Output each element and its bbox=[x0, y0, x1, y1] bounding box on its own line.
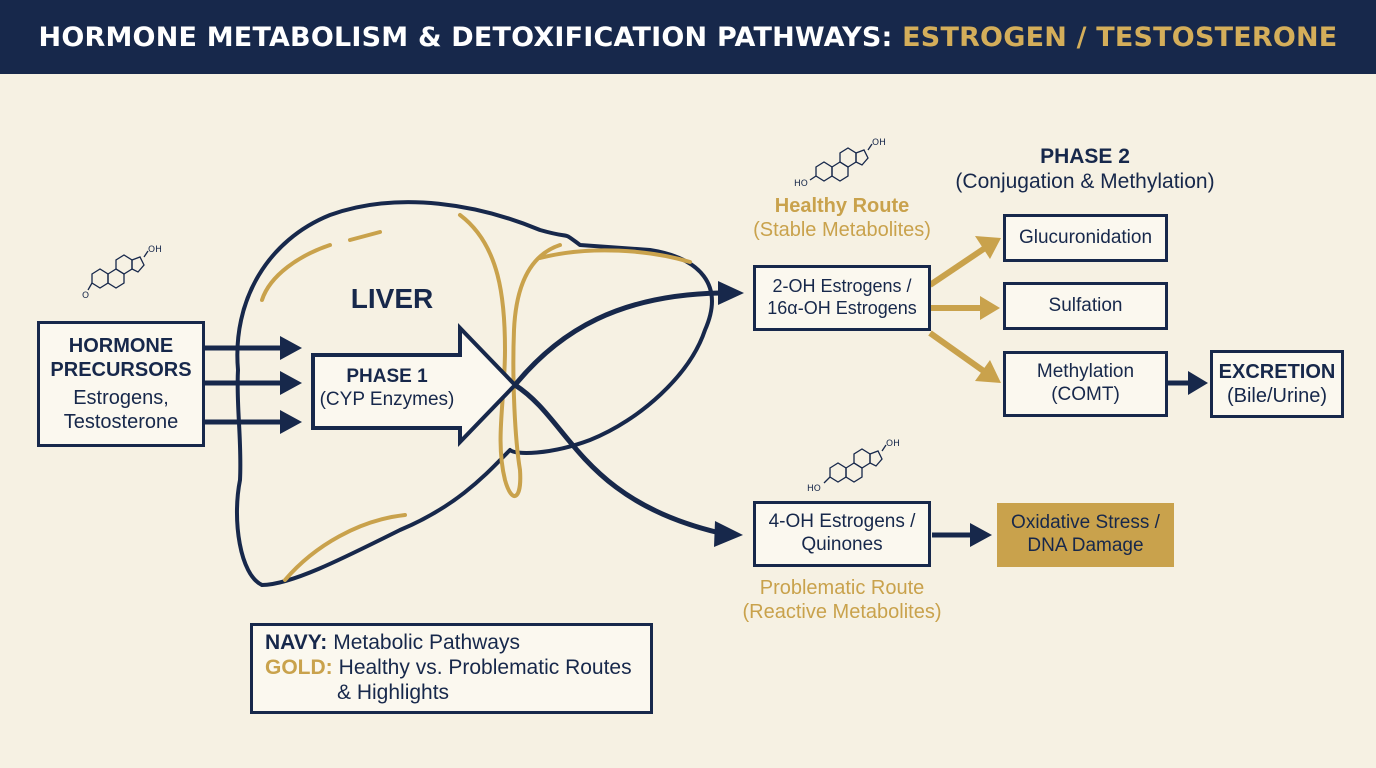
phase1-block-arrow bbox=[311, 323, 518, 447]
steroid-molecule-icon: OH HO bbox=[807, 439, 900, 494]
methylation-box: Methylation (COMT) bbox=[1003, 351, 1168, 417]
oxidative-stress-box: Oxidative Stress / DNA Damage bbox=[997, 503, 1174, 567]
precursors-title-line2: PRECURSORS bbox=[50, 359, 192, 381]
liver-label: LIVER bbox=[350, 283, 434, 314]
svg-text:HO: HO bbox=[807, 484, 821, 494]
liver-ligament bbox=[458, 213, 562, 498]
excretion-box: EXCRETION (Bile/Urine) bbox=[1210, 350, 1344, 418]
input-arrowhead bbox=[280, 336, 302, 360]
gold-arrow bbox=[928, 330, 987, 375]
precursors-sub-line2: Testosterone bbox=[63, 411, 179, 433]
svg-text:O: O bbox=[82, 291, 89, 301]
healthy-metabolites-line2: 16α-OH Estrogens bbox=[767, 298, 917, 318]
healthy-route-sub: (Stable Metabolites) bbox=[753, 219, 931, 241]
legend-gold-text: Healthy vs. Problematic Routes bbox=[338, 655, 632, 679]
phase2-title: PHASE 2 bbox=[1040, 145, 1130, 168]
legend-gold-text-cont: & Highlights bbox=[337, 680, 450, 704]
problem-metabolites-line2: Quinones bbox=[801, 534, 883, 555]
oxidative-line2: DNA Damage bbox=[1027, 535, 1144, 556]
excretion-sub: (Bile/Urine) bbox=[1226, 385, 1328, 407]
liver-outline bbox=[234, 200, 714, 587]
sulfation-box: Sulfation bbox=[1003, 282, 1168, 330]
gold-arrowhead bbox=[975, 360, 1001, 383]
oxidative-line1: Oxidative Stress / bbox=[1011, 512, 1160, 534]
steroid-molecule-icon: OH HO bbox=[794, 138, 886, 189]
svg-text:HO: HO bbox=[794, 179, 808, 189]
legend-navy-key: NAVY: bbox=[265, 631, 328, 654]
input-arrowhead bbox=[280, 371, 302, 395]
page-title: HORMONE METABOLISM & DETOXIFICATION PATH… bbox=[0, 0, 1376, 74]
problem-pathway-curve bbox=[513, 382, 721, 536]
healthy-metabolites-line1: 2-OH Estrogens / bbox=[772, 276, 912, 297]
oxidative-arrowhead bbox=[970, 523, 992, 547]
healthy-route-title: Healthy Route bbox=[774, 195, 910, 217]
svg-text:OH: OH bbox=[872, 138, 886, 148]
legend-navy-text: Metabolic Pathways bbox=[333, 631, 520, 654]
steroid-molecule-icon: OH O bbox=[82, 245, 162, 301]
legend-gold-row: GOLD: Healthy vs. Problematic Routes bbox=[265, 656, 638, 681]
precursors-sub-line1: Estrogens, bbox=[73, 387, 169, 409]
gold-arrowhead bbox=[980, 296, 1000, 320]
methylation-line1: Methylation bbox=[1036, 361, 1135, 383]
healthy-pathway-arrowhead bbox=[718, 281, 744, 305]
legend-gold-key: GOLD: bbox=[265, 655, 333, 679]
phase1-label: PHASE 1 (CYP Enzymes) bbox=[313, 366, 461, 412]
title-accent: ESTROGEN / TESTOSTERONE bbox=[902, 21, 1338, 53]
liver-inner-line bbox=[348, 230, 382, 242]
gold-arrowhead bbox=[975, 236, 1001, 259]
healthy-route-label: Healthy Route (Stable Metabolites) bbox=[728, 194, 956, 242]
phase2-label: PHASE 2 (Conjugation & Methylation) bbox=[935, 144, 1235, 194]
phase1-title: PHASE 1 bbox=[346, 366, 428, 387]
gold-arrow bbox=[928, 245, 987, 288]
liver-inner-line bbox=[283, 513, 407, 582]
input-arrowhead bbox=[280, 410, 302, 434]
excretion-arrowhead bbox=[1188, 371, 1208, 395]
precursors-title-line1: HORMONE bbox=[68, 335, 174, 357]
glucuronidation-box: Glucuronidation bbox=[1003, 214, 1168, 262]
methylation-line2: (COMT) bbox=[1051, 384, 1120, 405]
excretion-title: EXCRETION bbox=[1218, 361, 1336, 383]
problem-route-sub: (Reactive Metabolites) bbox=[742, 601, 942, 623]
hormone-precursors-box: HORMONE PRECURSORS Estrogens, Testostero… bbox=[37, 321, 205, 447]
problem-metabolites-box: 4-OH Estrogens / Quinones bbox=[753, 501, 931, 567]
problem-metabolites-line1: 4-OH Estrogens / bbox=[768, 511, 916, 533]
legend-box: NAVY: Metabolic Pathways GOLD: Healthy v… bbox=[250, 623, 653, 714]
svg-text:OH: OH bbox=[148, 245, 162, 255]
sulfation-label: Sulfation bbox=[1048, 294, 1123, 316]
problem-route-title: Problematic Route bbox=[759, 577, 925, 599]
healthy-pathway-curve bbox=[513, 290, 721, 387]
phase1-sub: (CYP Enzymes) bbox=[319, 388, 455, 410]
glucuronidation-label: Glucuronidation bbox=[1018, 226, 1153, 248]
phase2-sub: (Conjugation & Methylation) bbox=[955, 170, 1215, 194]
problem-pathway-arrowhead bbox=[714, 521, 743, 547]
problem-route-label: Problematic Route (Reactive Metabolites) bbox=[722, 576, 962, 624]
liver-inner-line bbox=[538, 248, 692, 264]
liver-inner-line bbox=[260, 243, 332, 302]
legend-navy-row: NAVY: Metabolic Pathways bbox=[265, 631, 638, 656]
healthy-metabolites-box: 2-OH Estrogens / 16α-OH Estrogens bbox=[753, 265, 931, 331]
title-main: HORMONE METABOLISM & DETOXIFICATION PATH… bbox=[38, 21, 893, 53]
svg-text:OH: OH bbox=[886, 439, 900, 449]
